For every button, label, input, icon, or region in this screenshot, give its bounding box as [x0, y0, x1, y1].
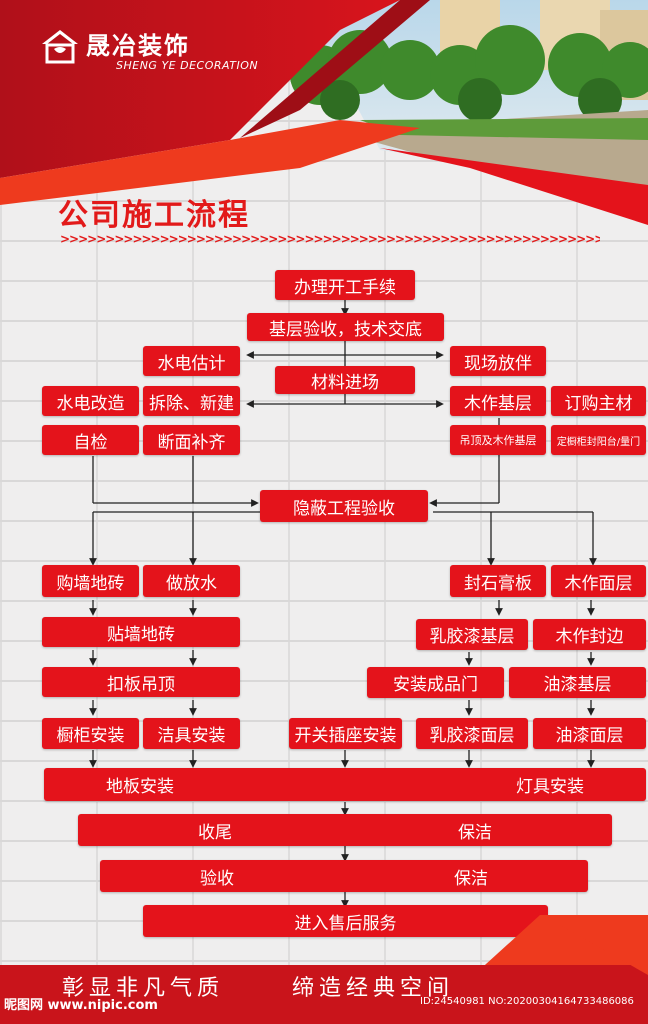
brand-name: 晟冶装饰	[86, 32, 190, 60]
step-self-check: 自检	[42, 425, 139, 455]
step-base-acceptance: 基层验收，技术交底	[247, 313, 444, 341]
step-after-sales: 进入售后服务	[143, 905, 548, 937]
brand-english: SHENG YE DECORATION	[116, 59, 259, 72]
slogan-right: 缔造经典空间	[292, 976, 455, 1001]
watermark-id: ID:24540981 NO:20200304164733486086	[420, 996, 634, 1007]
step-floor-lighting: 地板安装 灯具安装	[44, 768, 646, 801]
house-logo-icon	[42, 30, 78, 64]
step-panel-ceiling: 扣板吊顶	[42, 667, 240, 697]
step-section-patch: 断面补齐	[143, 425, 240, 455]
step-finishing: 收尾	[198, 822, 232, 843]
slogan-left: 彰显非凡气质	[62, 976, 225, 1001]
step-plumbing-electric: 水电改造	[42, 386, 139, 416]
step-waterproofing: 做放水	[143, 565, 240, 597]
step-woodwork-base: 木作基层	[450, 386, 546, 416]
step-cabinet-install: 橱柜安装	[42, 718, 139, 749]
step-paint-base: 油漆基层	[509, 667, 646, 698]
step-buy-tiles: 购墙地砖	[42, 565, 139, 597]
step-latex-surface: 乳胶漆面层	[416, 718, 528, 749]
step-lighting-install: 灯具安装	[516, 777, 584, 797]
step-materials-arrive: 材料进场	[275, 366, 415, 394]
step-accept-clean: 验收 保洁	[100, 860, 588, 892]
step-floor-install: 地板安装	[106, 777, 174, 797]
step-cleaning-2: 保洁	[454, 868, 488, 889]
step-lay-tiles: 贴墙地砖	[42, 617, 240, 647]
step-paint-surface: 油漆面层	[533, 718, 646, 749]
step-switch-socket: 开关插座安装	[289, 718, 402, 749]
decorative-arrow-line: >>>>>>>>>>>>>>>>>>>>>>>>>>>>>>>>>>>>>>>>…	[60, 232, 600, 246]
step-woodwork-surface: 木作面层	[551, 565, 646, 597]
step-sanitary-install: 洁具安装	[143, 718, 240, 749]
step-wood-edging: 木作封边	[533, 619, 646, 650]
step-start-permits: 办理开工手续	[275, 270, 415, 300]
header-banner	[0, 0, 648, 225]
step-plumbing-estimate: 水电估计	[143, 346, 240, 376]
footer-corner	[560, 925, 648, 975]
step-hidden-works-acceptance: 隐蔽工程验收	[260, 490, 428, 522]
step-cabinet-balcony-door: 定橱柜封阳台/量门	[551, 425, 646, 455]
step-install-doors: 安装成品门	[367, 667, 504, 698]
step-site-setout: 现场放伴	[450, 346, 546, 376]
footer-bar	[0, 965, 648, 1024]
step-latex-base: 乳胶漆基层	[416, 619, 528, 650]
step-finish-clean: 收尾 保洁	[78, 814, 612, 846]
step-acceptance: 验收	[200, 868, 234, 889]
watermark-site: 昵图网 www.nipic.com	[4, 998, 158, 1013]
step-gypsum-board: 封石膏板	[450, 565, 546, 597]
step-cleaning-1: 保洁	[458, 822, 492, 843]
step-ceiling-woodwork: 吊顶及木作基层	[450, 425, 546, 455]
page-title: 公司施工流程	[58, 198, 250, 233]
step-demolish-build: 拆除、新建	[143, 386, 240, 416]
step-order-materials: 订购主材	[551, 386, 646, 416]
